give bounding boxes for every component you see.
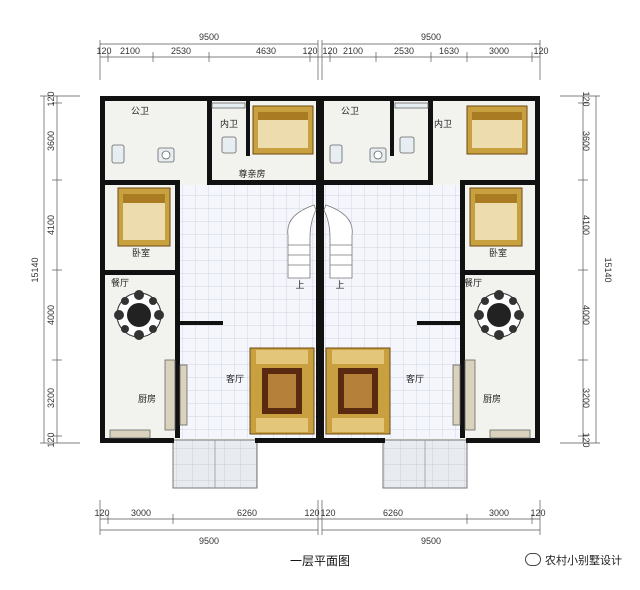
dim-right-seg: 120 <box>581 91 591 106</box>
dim-right-seg: 3200 <box>581 388 591 408</box>
sofa-set-icon <box>249 347 315 435</box>
room-label-bath-right: 公卫 <box>341 106 359 117</box>
dim-top-total-left: 9500 <box>199 32 219 42</box>
bath-fixtures-right <box>329 102 429 164</box>
dim-top-seg: 120 <box>533 46 548 56</box>
dim-right-total: 15140 <box>603 257 613 282</box>
dim-left-seg: 4000 <box>46 305 56 325</box>
dim-top-seg: 1630 <box>439 46 459 56</box>
stairs-up-label-left: 上 <box>295 280 304 291</box>
bed-icon <box>469 187 523 247</box>
dim-right-seg: 3600 <box>581 131 591 151</box>
dim-top-seg: 120 <box>322 46 337 56</box>
plan-title: 一层平面图 <box>289 554 350 568</box>
dim-bottom-seg: 6260 <box>237 508 257 518</box>
room-label-dining-left: 餐厅 <box>111 277 129 289</box>
dim-left-seg: 3200 <box>46 388 56 408</box>
dim-top-seg: 2100 <box>343 46 363 56</box>
room-label-living-left: 客厅 <box>226 373 244 385</box>
top-dimensions <box>99 40 541 80</box>
dim-bottom-seg: 3000 <box>489 508 509 518</box>
dining-table-icon <box>474 290 524 340</box>
dim-bottom-seg: 120 <box>530 508 545 518</box>
watermark-text: 农村小别墅设计 <box>545 554 622 567</box>
dim-right-seg: 4100 <box>581 215 591 235</box>
left-dimensions <box>40 95 80 444</box>
bottom-dimensions <box>99 500 541 535</box>
dim-left-total: 15140 <box>30 257 40 282</box>
room-label-bath-left: 公卫 <box>131 106 149 117</box>
dim-bottom-seg: 120 <box>304 508 319 518</box>
dim-left-seg: 120 <box>46 432 56 447</box>
dim-top-seg: 3000 <box>489 46 509 56</box>
bed-icon <box>117 187 171 247</box>
room-label-inner-bath-right: 内卫 <box>434 118 452 130</box>
dim-bottom-seg: 3000 <box>131 508 151 518</box>
walls <box>100 96 540 443</box>
dim-bottom-seg: 120 <box>94 508 109 518</box>
dim-top-seg: 2100 <box>120 46 140 56</box>
dining-table-icon <box>114 290 164 340</box>
dim-left-seg: 3600 <box>46 131 56 151</box>
room-label-inner-bath-left: 内卫 <box>220 118 238 130</box>
dim-bottom-seg: 6260 <box>383 508 403 518</box>
dim-bottom-total-right: 9500 <box>421 536 441 546</box>
room-label-bedroom-left: 卧室 <box>132 247 150 259</box>
dim-right-seg: 120 <box>581 432 591 447</box>
bath-fixtures-left <box>111 102 246 164</box>
dim-left-seg: 120 <box>46 91 56 106</box>
stairs-up-label-right: 上 <box>335 280 344 291</box>
sofa-set-icon <box>325 347 391 435</box>
kitchen-counter-left <box>109 359 188 439</box>
room-label-living-right: 客厅 <box>406 373 424 385</box>
dim-top-seg: 2530 <box>171 46 191 56</box>
right-dimensions <box>560 95 600 444</box>
kitchen-counter-right <box>452 359 531 439</box>
room-label-bedroom-right: 卧室 <box>489 247 507 259</box>
dim-left-seg: 4100 <box>46 215 56 235</box>
dim-top-seg: 120 <box>302 46 317 56</box>
dim-right-seg: 4000 <box>581 305 591 325</box>
bed-icon <box>466 105 528 155</box>
staircase-left <box>287 204 317 279</box>
staircase-right <box>323 204 353 279</box>
watermark: 农村小别墅设计 <box>525 552 622 568</box>
room-label-dining-right: 餐厅 <box>464 277 482 289</box>
room-label-master-bed: 尊亲房 <box>238 168 265 180</box>
wechat-icon <box>525 553 541 566</box>
room-label-kitchen-right: 厨房 <box>483 393 501 405</box>
dim-top-seg: 2530 <box>394 46 414 56</box>
dim-top-seg: 120 <box>96 46 111 56</box>
bed-icon <box>252 105 314 155</box>
dim-top-total-right: 9500 <box>421 32 441 42</box>
dim-bottom-total-left: 9500 <box>199 536 219 546</box>
dim-top-seg: 4630 <box>256 46 276 56</box>
room-label-kitchen-left: 厨房 <box>138 393 156 405</box>
dim-bottom-seg: 120 <box>320 508 335 518</box>
